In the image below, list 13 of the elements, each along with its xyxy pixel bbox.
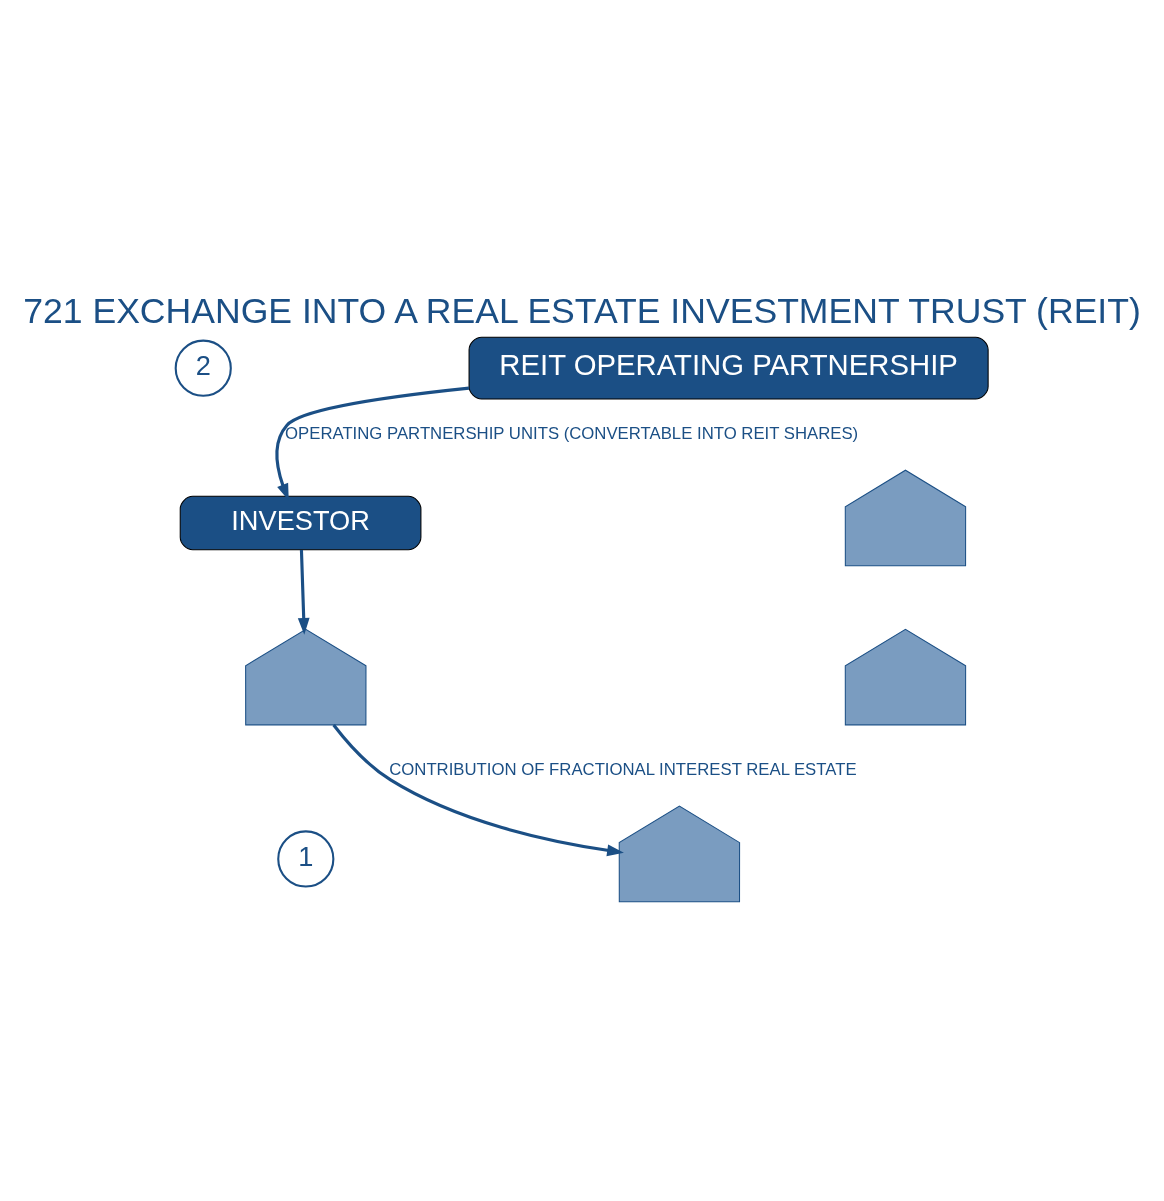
picture bbox=[245, 628, 367, 725]
node-box: REIT OPERATING PARTNERSHIP bbox=[468, 336, 989, 400]
diagram-title: 721 EXCHANGE INTO A REAL ESTATE INVESTMENT TRUST (REIT) bbox=[23, 290, 1141, 331]
node-box: INVESTOR bbox=[179, 495, 422, 550]
node-circle: 1 bbox=[277, 829, 335, 888]
edge-label: CONTRIBUTION OF FRACTIONAL INTEREST REAL ESTATE bbox=[389, 759, 857, 779]
edge-label: OPERATING PARTNERSHIP UNITS (CONVERTABLE INTO REIT SHARES) bbox=[285, 423, 859, 443]
picture bbox=[618, 805, 741, 902]
picture bbox=[844, 628, 967, 725]
picture bbox=[844, 469, 967, 566]
arrow bbox=[297, 549, 310, 635]
node-circle: 2 bbox=[174, 339, 232, 397]
arrow bbox=[332, 723, 624, 856]
